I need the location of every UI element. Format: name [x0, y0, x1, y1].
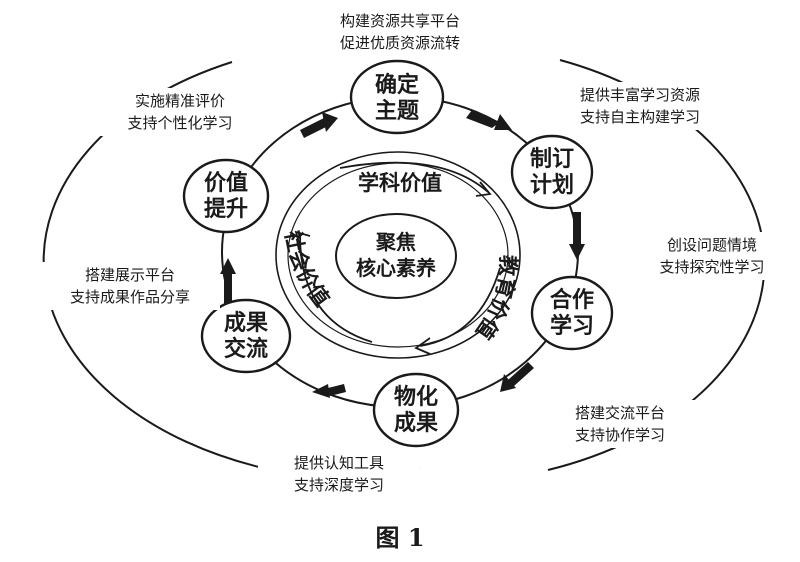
node-results-exchange-line-2: 交流: [224, 336, 268, 362]
node-cooperative-learning-line-2: 学习: [550, 313, 594, 339]
arrow-head-6: [322, 112, 338, 132]
annotation-exchange-platform: 搭建交流平台 支持协作学习: [540, 400, 700, 448]
annotation-cognitive-tools-line-2: 支持深度学习: [294, 476, 384, 494]
node-materialized-results-line-2: 成果: [394, 410, 438, 436]
center-line-1: 聚焦: [375, 230, 416, 254]
annotation-display-platform-line-1: 搭建展示平台: [85, 266, 175, 284]
node-value-enhance: 价值 提升: [182, 158, 270, 234]
annotation-exchange-platform-line-2: 支持协作学习: [575, 426, 665, 444]
inner-label-social-value: 社会价值: [280, 227, 335, 311]
annotation-precise-evaluation: 实施精准评价 支持个性化学习: [100, 88, 260, 136]
node-confirm-theme-line-2: 主题: [375, 98, 420, 124]
arrow-head-1: [494, 114, 512, 130]
annotation-exchange-platform-line-1: 搭建交流平台: [575, 404, 665, 422]
annotation-rich-resources: 提供丰富学习资源 支持自主构建学习: [540, 82, 740, 130]
center-core: 聚焦 核心素养: [335, 213, 457, 299]
node-confirm-theme: 确定 主题: [349, 59, 445, 135]
node-value-enhance-line-2: 提升: [204, 196, 248, 222]
node-make-plan-line-1: 制订: [530, 146, 574, 172]
inner-label-social-value-path: 社会价值: [280, 227, 335, 311]
annotation-display-platform-line-2: 支持成果作品分享: [70, 288, 190, 306]
cycle-arrows: [220, 110, 585, 398]
annotation-precise-evaluation-line-2: 支持个性化学习: [127, 114, 232, 132]
annotation-rich-resources-line-2: 支持自主构建学习: [580, 108, 700, 126]
annotation-rich-resources-line-1: 提供丰富学习资源: [580, 86, 700, 104]
node-results-exchange-line-1: 成果: [224, 310, 268, 336]
arrow-head-2: [569, 244, 585, 260]
node-materialized-results-line-1: 物化: [394, 384, 438, 410]
arrow-plan-to-coop: [573, 212, 581, 246]
annotation-display-platform: 搭建展示平台 支持成果作品分享: [40, 262, 220, 310]
annotation-problem-situation-line-2: 支持探究性学习: [659, 258, 764, 276]
annotation-cognitive-tools: 提供认知工具 支持深度学习: [258, 450, 420, 498]
center-line-2: 核心素养: [356, 256, 436, 280]
node-value-enhance-line-1: 价值: [204, 170, 248, 196]
node-cooperative-learning-line-1: 合作: [550, 287, 594, 313]
arrow-results-to-exchange: [328, 384, 346, 396]
node-cooperative-learning: 合作 学习: [530, 275, 614, 351]
node-materialized-results: 物化 成果: [372, 372, 460, 448]
figure-caption: 图 1: [375, 523, 424, 552]
arrow-head-3: [500, 374, 516, 392]
inner-label-education-value-path: 教育价值: [471, 255, 521, 345]
annotation-problem-situation: 创设问题情境 支持探究性学习: [630, 232, 794, 280]
inner-ring-arrows: [294, 161, 501, 355]
annotation-precise-evaluation-line-1: 实施精准评价: [135, 92, 225, 110]
annotation-resource-sharing: 构建资源共享平台 促进优质资源流转: [300, 8, 500, 56]
node-make-plan: 制订 计划: [510, 134, 594, 210]
annotation-resource-sharing-line-2: 促进优质资源流转: [340, 34, 460, 52]
node-confirm-theme-line-1: 确定: [375, 72, 419, 98]
arrow-exchange-to-value: [224, 272, 232, 304]
inner-label-subject-value: 学科价值: [358, 170, 442, 195]
node-make-plan-line-2: 计划: [530, 172, 574, 198]
annotation-cognitive-tools-line-1: 提供认知工具: [294, 454, 384, 472]
inner-label-education-value: 教育价值: [471, 255, 521, 345]
arrow-head-4: [312, 384, 330, 398]
arrow-head-5: [220, 258, 236, 274]
arrow-theme-to-plan: [466, 110, 500, 128]
annotation-problem-situation-line-1: 创设问题情境: [667, 236, 757, 254]
arrow-value-to-theme: [300, 118, 328, 138]
annotation-resource-sharing-line-1: 构建资源共享平台: [340, 12, 460, 30]
arrow-coop-to-results: [508, 362, 534, 386]
node-results-exchange: 成果 交流: [200, 298, 292, 374]
